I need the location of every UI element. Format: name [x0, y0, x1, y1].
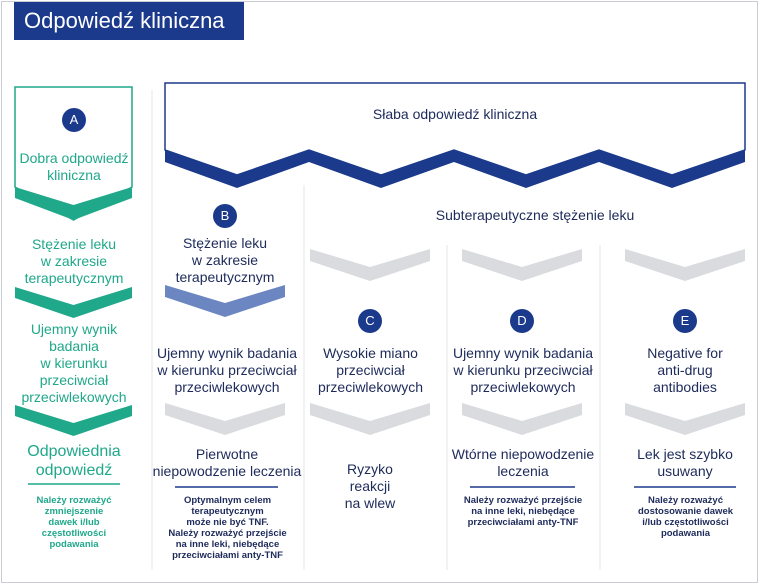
column-c-arrow-1	[310, 249, 430, 281]
column-a-arrow-2	[15, 405, 132, 436]
weak-response-band	[165, 150, 745, 188]
column-c-arrow-2	[310, 403, 430, 435]
page-title: Odpowiedź kliniczna	[14, 2, 244, 40]
weak-response-label: Słaba odpowiedź kliniczna	[372, 106, 538, 122]
column-a-arrow-1	[15, 287, 132, 318]
column-b-arrow-2	[165, 403, 285, 435]
column-d-arrow-2	[462, 403, 582, 435]
column-e-arrow-1	[625, 249, 745, 281]
column-e-arrow-2	[625, 403, 745, 435]
subtherapeutic-label: Subterapeutyczne stężenie leku	[435, 207, 635, 223]
column-a-badge: A	[62, 108, 86, 132]
column-d-badge: D	[510, 309, 534, 333]
column-e-badge: E	[673, 309, 697, 333]
column-a-header-band	[15, 187, 132, 220]
column-b-arrow-1	[165, 285, 285, 317]
column-b-badge: B	[213, 204, 237, 228]
column-c-badge: C	[358, 309, 382, 333]
column-d-arrow-1	[462, 249, 582, 281]
